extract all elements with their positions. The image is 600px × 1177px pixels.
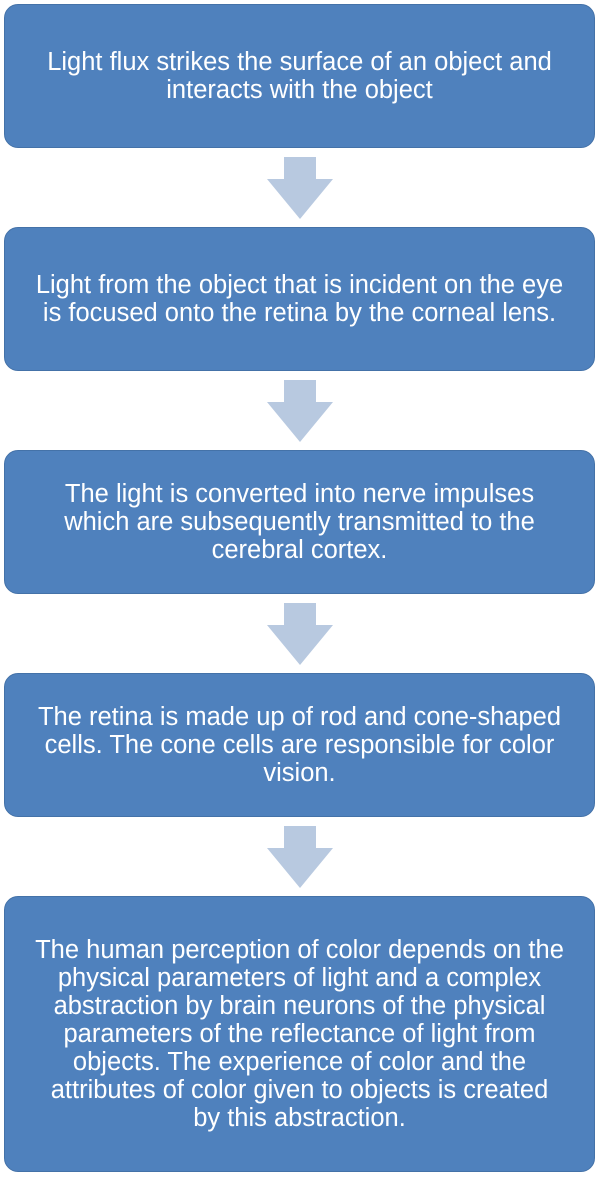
step-1-box: Light flux strikes the surface of an obj… bbox=[4, 4, 595, 148]
step-5-box: The human perception of color depends on… bbox=[4, 896, 595, 1172]
down-arrow-icon bbox=[0, 380, 600, 442]
step-3-box: The light is converted into nerve impuls… bbox=[4, 450, 595, 594]
down-arrow-icon bbox=[0, 157, 600, 219]
step-2-box: Light from the object that is incident o… bbox=[4, 227, 595, 371]
step-4-box: The retina is made up of rod and cone-sh… bbox=[4, 673, 595, 817]
down-arrow-icon bbox=[0, 826, 600, 888]
down-arrow-icon bbox=[0, 603, 600, 665]
